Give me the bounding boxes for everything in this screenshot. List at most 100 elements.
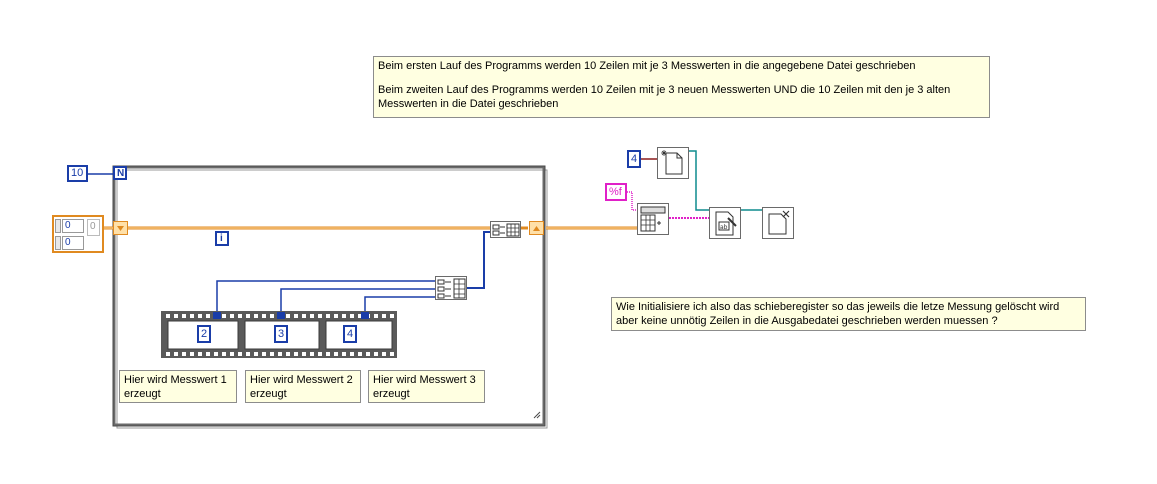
loop-resize-handle[interactable] bbox=[533, 411, 541, 419]
build-array-outer[interactable] bbox=[490, 221, 521, 238]
array-index-2[interactable]: 0 bbox=[62, 236, 84, 250]
film-perforation bbox=[254, 314, 258, 318]
film-perforation bbox=[294, 314, 298, 318]
messwert1-comment: Hier wird Messwert 1 erzeugt bbox=[119, 370, 237, 403]
shift-register-right[interactable] bbox=[529, 221, 544, 235]
close-file-icon bbox=[768, 210, 790, 235]
tunnel-2 bbox=[277, 312, 285, 319]
comment-line-2: Beim zweiten Lauf des Programms werden 1… bbox=[378, 84, 951, 96]
film-perforation bbox=[230, 352, 234, 356]
film-perforation bbox=[302, 352, 306, 356]
index-1-spinner[interactable] bbox=[55, 219, 61, 233]
film-perforation bbox=[278, 352, 282, 356]
array-to-spreadsheet-node[interactable] bbox=[637, 203, 669, 235]
messwert3-constant[interactable]: 4 bbox=[343, 325, 357, 343]
film-perforation bbox=[342, 352, 346, 356]
film-perforation bbox=[230, 314, 234, 318]
film-perforation bbox=[358, 352, 362, 356]
for-loop-shadow bbox=[116, 169, 548, 429]
film-perforation bbox=[382, 352, 386, 356]
build-array-icon bbox=[437, 278, 466, 299]
file-constant[interactable]: 4 bbox=[627, 150, 641, 168]
loop-count-constant[interactable]: 10 bbox=[67, 165, 88, 182]
tunnel-1 bbox=[213, 312, 221, 319]
down-arrow-icon bbox=[117, 226, 124, 231]
messwert2-wire[interactable] bbox=[280, 288, 436, 316]
film-perforation bbox=[286, 314, 290, 318]
film-perforation bbox=[238, 352, 242, 356]
array-element[interactable]: 0 bbox=[87, 219, 100, 236]
loop-count-terminal[interactable]: N bbox=[113, 166, 127, 180]
top-comment: Beim ersten Lauf des Programms werden 10… bbox=[373, 56, 990, 118]
messwert2-line1: Hier wird Messwert 2 bbox=[250, 374, 353, 386]
film-perforation bbox=[334, 352, 338, 356]
film-perforation bbox=[390, 352, 394, 356]
film-perforation bbox=[334, 314, 338, 318]
film-perforation bbox=[222, 314, 226, 318]
messwert3-comment: Hier wird Messwert 3 erzeugt bbox=[368, 370, 485, 403]
film-perforation bbox=[190, 314, 194, 318]
question-line-1: Wie Initialisiere ich also das schiebere… bbox=[616, 301, 1060, 313]
messwert1-wire[interactable] bbox=[216, 280, 436, 316]
film-perforation bbox=[310, 314, 314, 318]
film-perforation bbox=[222, 352, 226, 356]
film-perforation bbox=[294, 352, 298, 356]
messwert2-line2: erzeugt bbox=[250, 388, 287, 400]
iteration-terminal[interactable]: i bbox=[215, 231, 229, 246]
film-perforation bbox=[358, 314, 362, 318]
film-perforation bbox=[182, 314, 186, 318]
film-perforation bbox=[326, 314, 330, 318]
question-line-2: aber keine unnötig Zeilen in die Ausgabe… bbox=[616, 315, 998, 327]
film-perforation bbox=[254, 352, 258, 356]
film-perforation bbox=[198, 352, 202, 356]
film-perforation bbox=[342, 314, 346, 318]
refnum-wire-1[interactable] bbox=[689, 150, 709, 211]
messwert1-line2: erzeugt bbox=[124, 388, 161, 400]
index-2-spinner[interactable] bbox=[55, 236, 61, 250]
film-perforation bbox=[382, 314, 386, 318]
messwert1-constant[interactable]: 2 bbox=[197, 325, 211, 343]
array-index-1[interactable]: 0 bbox=[62, 219, 84, 233]
question-comment: Wie Initialisiere ich also das schiebere… bbox=[611, 297, 1086, 331]
messwert3-line1: Hier wird Messwert 3 bbox=[373, 374, 476, 386]
film-perforation bbox=[206, 314, 210, 318]
film-perforation bbox=[270, 314, 274, 318]
film-perforation bbox=[190, 352, 194, 356]
for-loop-frame[interactable] bbox=[112, 165, 546, 427]
comment-line-3: Messwerten in die Datei geschrieben bbox=[378, 98, 559, 110]
film-perforation bbox=[310, 352, 314, 356]
film-perforation bbox=[302, 314, 306, 318]
film-perforation bbox=[182, 352, 186, 356]
film-perforation bbox=[246, 314, 250, 318]
film-perforation bbox=[366, 352, 370, 356]
row-wire[interactable] bbox=[467, 231, 492, 289]
write-text-file-node[interactable]: ab bbox=[709, 207, 741, 239]
film-perforation bbox=[326, 352, 330, 356]
film-perforation bbox=[206, 352, 210, 356]
tunnel-3 bbox=[361, 312, 369, 319]
film-perforation bbox=[270, 352, 274, 356]
new-file-icon bbox=[661, 150, 683, 175]
svg-text:ab: ab bbox=[720, 224, 728, 231]
film-perforation bbox=[198, 314, 202, 318]
spreadsheet-icon bbox=[640, 206, 666, 232]
film-perforation bbox=[166, 314, 170, 318]
comment-line-1: Beim ersten Lauf des Programms werden 10… bbox=[378, 60, 916, 72]
film-perforation bbox=[238, 314, 242, 318]
messwert3-line2: erzeugt bbox=[373, 388, 410, 400]
array-constant[interactable]: 0 0 0 bbox=[52, 215, 104, 253]
film-perforation bbox=[174, 352, 178, 356]
shift-register-left[interactable] bbox=[113, 221, 128, 235]
film-perforation bbox=[390, 314, 394, 318]
messwert2-comment: Hier wird Messwert 2 erzeugt bbox=[245, 370, 361, 403]
film-perforation bbox=[262, 352, 266, 356]
close-file-node[interactable] bbox=[762, 207, 794, 239]
film-perforation bbox=[262, 314, 266, 318]
build-array-inner[interactable] bbox=[435, 276, 467, 300]
open-create-file-node[interactable] bbox=[657, 147, 689, 179]
messwert2-constant[interactable]: 3 bbox=[274, 325, 288, 343]
film-perforation bbox=[174, 314, 178, 318]
format-string-constant[interactable]: %f bbox=[605, 183, 627, 201]
format-wire[interactable] bbox=[625, 191, 640, 211]
messwert3-wire[interactable] bbox=[364, 296, 436, 316]
